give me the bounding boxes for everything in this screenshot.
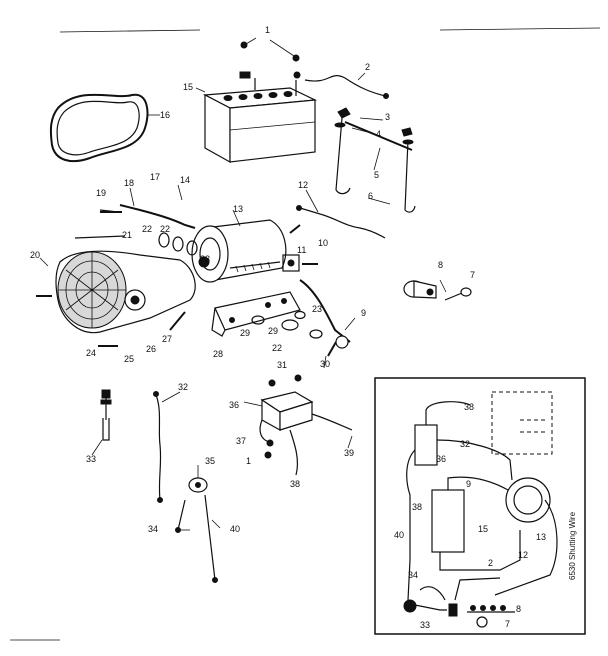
voltage-regulator [259,391,314,443]
callout-22-repeat: 22 [272,343,282,353]
callout-23-repeat: 23 [312,304,322,314]
generator [191,219,300,283]
callout-21: 21 [122,230,132,240]
callout-25: 25 [124,354,134,364]
inset-callout-9: 9 [466,479,471,489]
callout-31: 31 [277,360,287,370]
battery-hold-down [334,107,416,213]
sender-unit [100,389,112,441]
wiring-inset [374,377,586,635]
callout-34: 34 [148,524,158,534]
callout-29: 29 [240,328,250,338]
callout-40: 40 [230,524,240,534]
inset-callout-15: 15 [478,524,488,534]
callout-6: 6 [368,191,373,201]
ignition-switch [403,280,437,299]
inset-title: 6530 Shutting Wire [568,511,577,580]
callout-14: 14 [180,175,190,185]
callout-1-repeat: 1 [246,456,251,466]
callout-9: 9 [361,308,366,318]
callout-3: 3 [385,112,390,122]
fan-belt [49,93,149,163]
inset-callout-32: 32 [460,439,470,449]
callout-16: 16 [160,110,170,120]
callout-1: 1 [265,25,270,35]
callout-39: 39 [344,448,354,458]
callout-2: 2 [365,62,370,72]
battery-cable [304,75,386,97]
fan-shroud [55,250,196,334]
inset-callout-34: 34 [408,570,418,580]
callout-18: 18 [124,178,134,188]
callout-27: 27 [162,334,172,344]
callout-30: 30 [320,359,330,369]
battery [202,37,318,164]
callout-26: 26 [146,344,156,354]
washers [158,232,323,339]
cable-12 [299,207,386,239]
callout-33: 33 [86,454,96,464]
adjusting-bracket [119,204,196,229]
callout-7: 7 [470,270,475,280]
callout-38: 38 [290,479,300,489]
callout-4: 4 [376,129,381,139]
inset-callout-40: 40 [394,530,404,540]
callout-22: 22 [142,224,152,234]
inset-callout-38: 38 [412,502,422,512]
callout-36: 36 [229,400,239,410]
leader-lines [39,72,447,531]
inset-callout-12: 12 [518,550,528,560]
ammeter [188,477,208,493]
callout-23: 23 [200,254,210,264]
callout-17: 17 [150,172,160,182]
inset-callout-13: 13 [536,532,546,542]
mounting-plate [211,291,301,337]
inset-callout-2: 2 [488,558,493,568]
generator-fins [235,261,271,273]
scan-marks [10,27,601,641]
callouts-repeated: 1 22 23 29 22 [160,224,322,466]
callout-29-repeat: 29 [268,326,278,336]
callout-22-repeat-b: 22 [160,224,170,234]
inset-callout-36: 36 [436,454,446,464]
callouts: 1 2 3 4 5 6 7 8 9 10 11 12 13 14 15 16 1… [30,25,475,534]
callout-32: 32 [178,382,188,392]
callout-5: 5 [374,170,379,180]
callout-12: 12 [298,180,308,190]
key [444,292,463,301]
callout-10: 10 [318,238,328,248]
callout-35: 35 [205,456,215,466]
wire-32 [155,394,162,501]
inset-callout-33: 33 [420,620,430,630]
callout-15: 15 [183,82,193,92]
inset-callout-8: 8 [516,604,521,614]
callout-20: 20 [30,250,40,260]
inset-callout-7: 7 [505,619,510,629]
callout-11: 11 [297,245,306,255]
callout-28: 28 [213,349,223,359]
inset-callouts: 12 13 15 36 38 38 40 32 34 2 33 7 8 9 65… [394,402,577,630]
callout-37: 37 [236,436,246,446]
brace [299,279,351,343]
callout-13: 13 [233,204,243,214]
callout-24: 24 [86,348,96,358]
inset-callout-38-top: 38 [464,402,474,412]
callout-19: 19 [96,188,106,198]
battery-caps [223,91,293,101]
bolts [36,211,337,357]
callout-8: 8 [438,260,443,270]
